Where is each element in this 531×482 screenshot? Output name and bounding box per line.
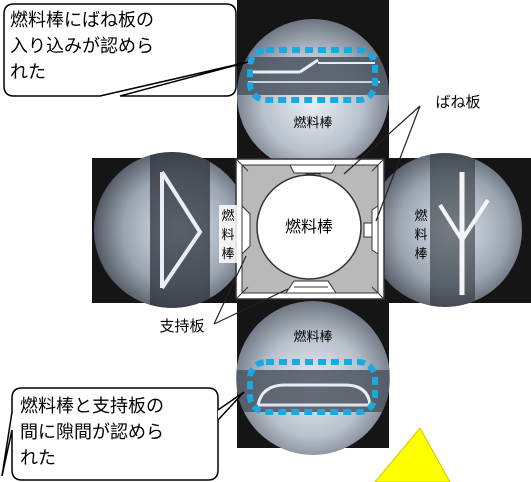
bottom-view-photo bbox=[236, 298, 390, 455]
center-rod-label: 燃料棒 bbox=[285, 217, 333, 236]
right-view-rod-label: 燃料棒 bbox=[414, 208, 427, 262]
top-view-photo bbox=[237, 0, 389, 171]
callout-bottom: 燃料棒と支持板の間に隙間が認められた bbox=[1, 387, 245, 481]
svg-text:燃料棒: 燃料棒 bbox=[221, 208, 234, 262]
callout-top-line-2: 入り込みが認めら bbox=[10, 36, 154, 57]
fuel-cell-schematic bbox=[235, 158, 385, 300]
top-highlight-box bbox=[247, 47, 378, 103]
right-view-rod-label-char-1: 燃 bbox=[414, 208, 427, 224]
right-view-rod-label-char-3: 棒 bbox=[414, 247, 427, 262]
left-view-rod-label-char-2: 料 bbox=[221, 228, 234, 243]
yellow-arrow-wedge bbox=[374, 427, 451, 482]
svg-text:燃料棒にばね板の入り込みが認められた: 燃料棒にばね板の入り込みが認められた bbox=[10, 10, 154, 83]
svg-text:燃料棒: 燃料棒 bbox=[414, 208, 427, 262]
callout-top: 燃料棒にばね板の入り込みが認められた bbox=[3, 3, 249, 97]
callout-top-line-3: れた bbox=[10, 62, 46, 83]
svg-text:燃料棒と支持板の間に隙間が認められた: 燃料棒と支持板の間に隙間が認められた bbox=[20, 396, 164, 469]
bottom-view-rod-label: 燃料棒 bbox=[293, 329, 332, 345]
bottom-highlight-box bbox=[247, 359, 378, 415]
left-view-rod-label-char-1: 燃 bbox=[221, 208, 234, 224]
left-view-rod-label: 燃料棒 bbox=[219, 205, 239, 263]
callout-bottom-line-3: れた bbox=[20, 448, 56, 469]
left-view-photo bbox=[92, 152, 250, 308]
callout-bottom-line-2: 間に隙間が認めら bbox=[20, 422, 164, 443]
support-plate-label: 支持板 bbox=[159, 317, 204, 335]
fuel-rod-circle bbox=[256, 174, 362, 280]
spring-plate-label: ばね板 bbox=[435, 93, 480, 111]
callout-top-line-1: 燃料棒にばね板の bbox=[10, 10, 154, 31]
top-view-rod-label: 燃料棒 bbox=[293, 115, 332, 131]
right-view-photo bbox=[368, 153, 531, 307]
left-view-rod-label-char-3: 棒 bbox=[221, 247, 234, 262]
callout-bottom-line-1: 燃料棒と支持板の bbox=[20, 396, 164, 417]
right-view-rod-label-char-2: 料 bbox=[414, 228, 427, 243]
